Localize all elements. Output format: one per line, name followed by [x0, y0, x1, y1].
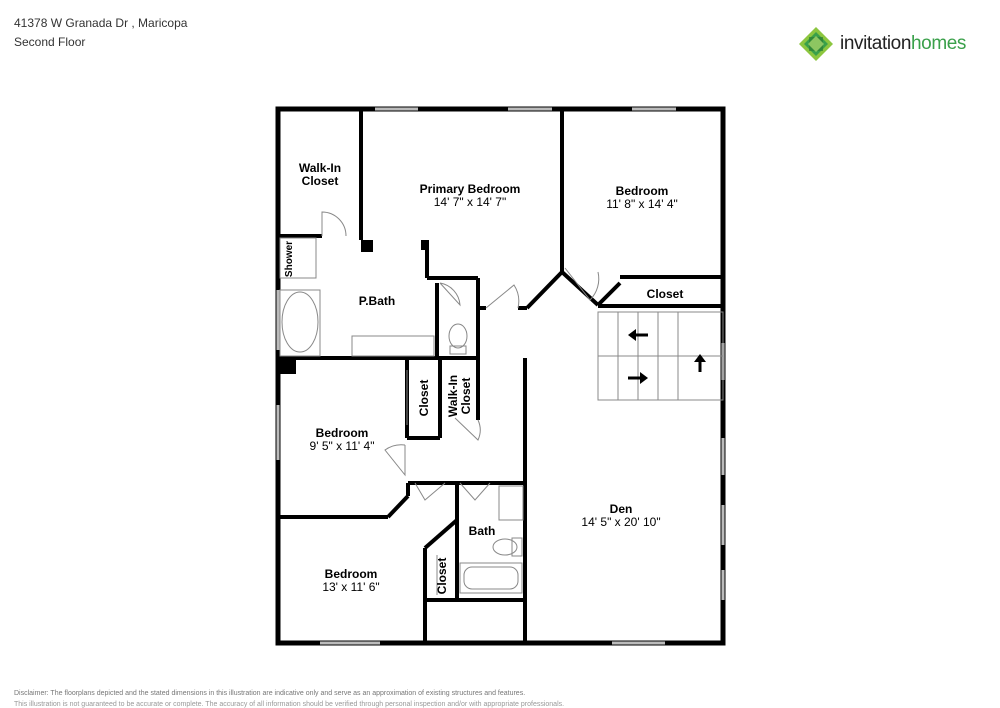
logo-mark-icon — [799, 27, 833, 61]
closet-low-label: Closet — [435, 558, 449, 595]
primary-bedroom-dims: 14' 7" x 14' 7" — [434, 195, 506, 209]
shower-stall — [279, 237, 317, 279]
vanity-primary — [351, 335, 435, 357]
bedroom-1-name: Bedroom — [616, 184, 669, 198]
closet-mid-label: Closet — [417, 380, 431, 417]
den-dims: 14' 5" x 20' 10" — [581, 515, 660, 529]
walkin-closet-1-label-line1: Walk-In — [299, 161, 341, 175]
arrow-up-head-icon — [694, 354, 706, 362]
interior-walls — [278, 109, 723, 643]
bedroom-1-dims: 11' 8" x 14' 4" — [606, 197, 678, 211]
stairs — [597, 311, 724, 401]
walkin-closet-2-label-line1: Walk-In — [446, 375, 460, 417]
address-block: 41378 W Granada Dr , Maricopa Second Flo… — [14, 14, 187, 52]
fixtures — [279, 237, 524, 595]
disclaimer-line-2: This illustration is not guaranteed to b… — [14, 701, 565, 708]
arrow-right-head-icon — [640, 372, 648, 384]
walkin-closet-1-label-line2: Closet — [302, 174, 339, 188]
address-text: 41378 W Granada Dr , Maricopa — [14, 16, 188, 30]
logo-word-homes: homes — [911, 33, 967, 54]
wall-blocks — [278, 240, 429, 374]
den-name: Den — [610, 502, 633, 516]
vanity-bath — [498, 485, 524, 521]
closet-top-label: Closet — [647, 287, 684, 301]
bathtub-primary — [281, 291, 319, 353]
stair-arrows — [628, 329, 706, 384]
floor-label: Second Floor — [14, 35, 86, 49]
bedroom-3-dims: 13' x 11' 6" — [322, 580, 379, 594]
shower-label: Shower — [284, 241, 295, 277]
p-bath-label: P.Bath — [359, 294, 395, 308]
disclaimer-line-1: Disclaimer: The floorplans depicted and … — [14, 690, 526, 697]
brand-logo: invitationhomes — [798, 26, 978, 62]
toilet-bath — [492, 538, 518, 556]
logo-wordmark: invitationhomes — [840, 33, 966, 55]
bedroom-2-dims: 9' 5" x 11' 4" — [310, 439, 375, 453]
arrow-left-head-icon — [628, 329, 636, 341]
primary-bedroom-name: Primary Bedroom — [420, 182, 521, 196]
toilet-primary — [448, 323, 468, 349]
bedroom-3-name: Bedroom — [325, 567, 378, 581]
bathtub-bath — [459, 562, 523, 594]
walkin-closet-2-label-line2: Closet — [459, 378, 473, 415]
doors — [321, 211, 600, 501]
bedroom-2-name: Bedroom — [316, 426, 369, 440]
logo-word-invitation: invitation — [840, 33, 911, 54]
bath-label: Bath — [469, 524, 496, 538]
windows — [276, 107, 725, 645]
